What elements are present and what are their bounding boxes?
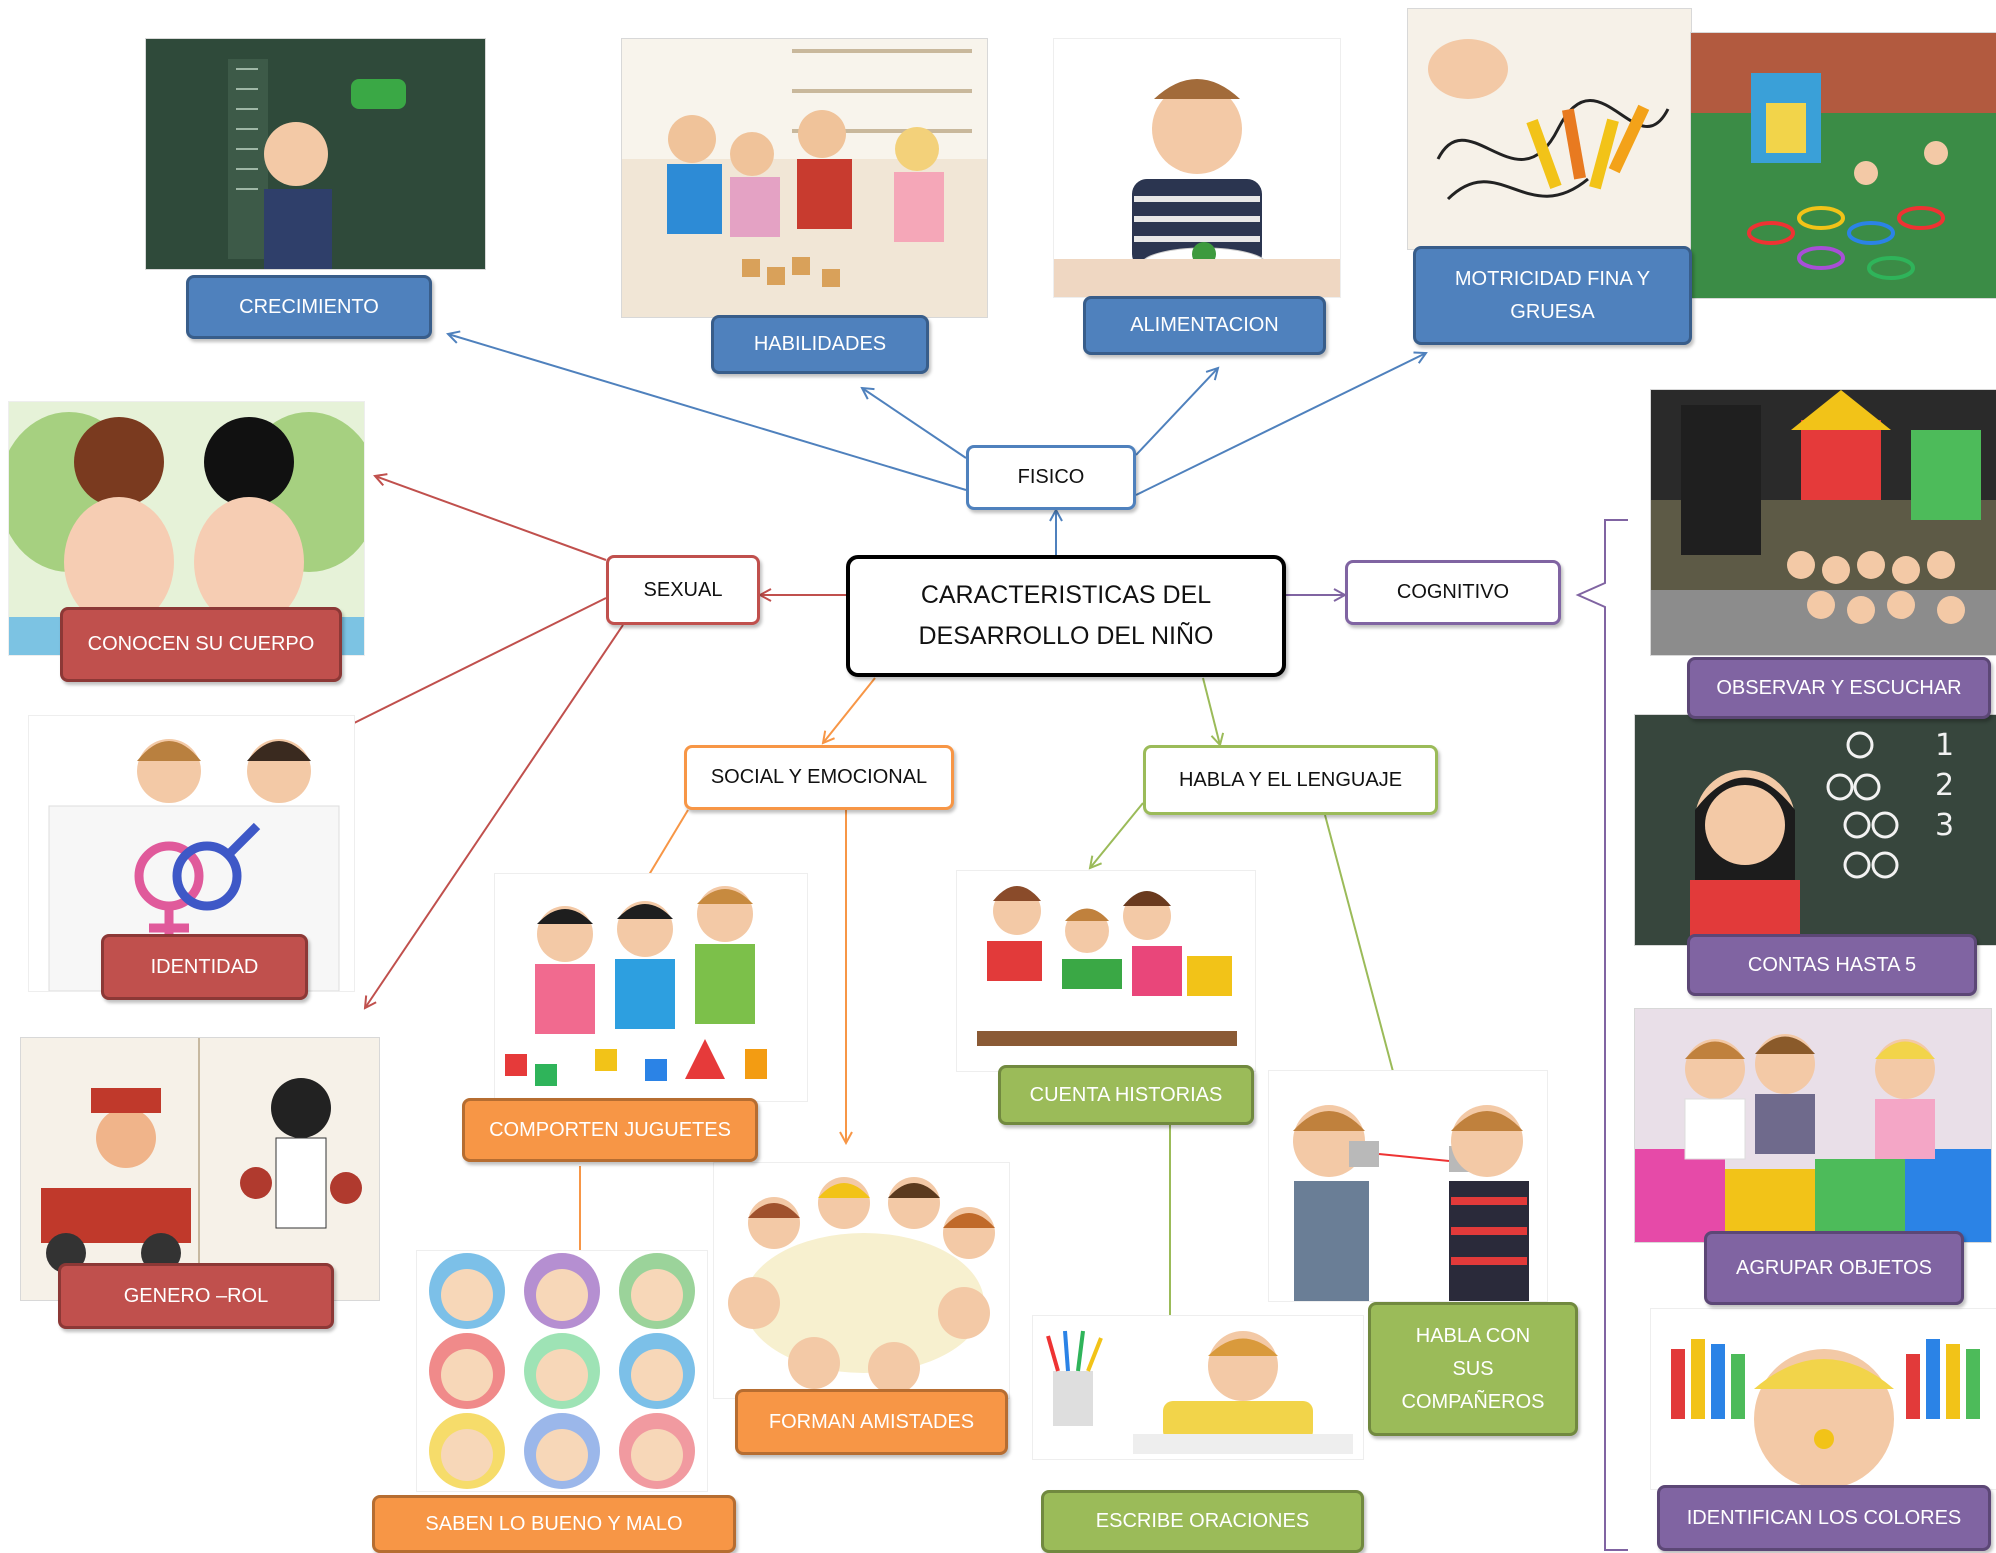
image-sharing-toys: [494, 873, 808, 1102]
label-crecimiento-text: CRECIMIENTO: [239, 295, 379, 318]
image-emotion-faces: [416, 1250, 708, 1492]
arrow-central-social: [823, 677, 876, 743]
label-habla-text: HABLA CON SUS COMPAÑEROS: [1401, 1324, 1545, 1413]
label-motricidad-text: MOTRICIDAD FINA Y GRUESA: [1454, 267, 1651, 323]
label-motricidad: MOTRICIDAD FINA Y GRUESA: [1413, 246, 1692, 345]
label-conocen-text: CONOCEN SU CUERPO: [87, 633, 315, 655]
arrow-fisico-alimentacion: [1135, 368, 1218, 456]
image-child-writing: [1032, 1315, 1364, 1460]
branch-fisico-label: FISICO: [1017, 466, 1085, 488]
image-identifying-colors: [1650, 1308, 1996, 1490]
label-identidad: IDENTIDAD: [101, 934, 308, 1000]
label-escribe-oraciones: ESCRIBE ORACIONES: [1041, 1490, 1364, 1553]
branch-cognitivo: COGNITIVO: [1345, 560, 1561, 625]
label-identifican-text: IDENTIFICAN LOS COLORES: [1686, 1506, 1962, 1529]
label-contas-hasta-5: CONTAS HASTA 5: [1687, 934, 1977, 996]
arrow-fisico-crecimiento: [448, 334, 967, 491]
branch-sexual: SEXUAL: [606, 555, 760, 625]
svg-text:1: 1: [1935, 728, 1954, 763]
label-habla-companeros: HABLA CON SUS COMPAÑEROS: [1368, 1302, 1578, 1436]
label-habilidades-text: HABILIDADES: [753, 333, 887, 355]
label-cuenta-text: CUENTA HISTORIAS: [1029, 1083, 1223, 1106]
image-classroom-listening: [1650, 389, 1996, 656]
arrow-sexual-identidad: [334, 597, 607, 733]
label-cuenta-historias: CUENTA HISTORIAS: [998, 1065, 1254, 1125]
arrow-lenguaje-cuenta: [1090, 802, 1144, 868]
branch-sexual-label: SEXUAL: [643, 578, 723, 601]
image-friends-circle: [713, 1162, 1010, 1399]
image-counting-chalkboard: 1 2 3: [1634, 714, 1996, 946]
branch-fisico: FISICO: [966, 445, 1136, 510]
svg-text:3: 3: [1935, 808, 1954, 843]
label-contas-text: CONTAS HASTA 5: [1747, 953, 1917, 976]
branch-social: SOCIAL Y EMOCIONAL: [684, 745, 954, 810]
image-child-drawing-crayons: [1407, 8, 1692, 250]
branch-cognitivo-label: COGNITIVO: [1396, 581, 1510, 603]
image-playground-hoops: [1690, 32, 1996, 299]
label-habilidades: HABILIDADES: [711, 315, 929, 374]
label-comporten-juguetes: COMPORTEN JUGUETES: [462, 1098, 758, 1162]
label-alimentacion: ALIMENTACION: [1083, 296, 1326, 355]
image-can-telephone: [1268, 1070, 1548, 1302]
image-children-reading: [956, 870, 1256, 1072]
branch-lenguaje: HABLA Y EL LENGUAJE: [1143, 745, 1438, 815]
image-grouping-objects: [1634, 1008, 1992, 1243]
label-identidad-text: IDENTIDAD: [150, 955, 259, 978]
label-escribe-text: ESCRIBE ORACIONES: [1095, 1510, 1310, 1532]
arrow-sexual-genero: [365, 624, 624, 1008]
arrow-lenguaje-habla: [1324, 814, 1400, 1098]
branch-social-label: SOCIAL Y EMOCIONAL: [710, 766, 928, 788]
label-conocen-su-cuerpo: CONOCEN SU CUERPO: [60, 607, 342, 682]
image-growing-child: [145, 38, 486, 270]
label-genero-text: GENERO –ROL: [123, 1284, 269, 1307]
label-agrupar-text: AGRUPAR OBJETOS: [1736, 1256, 1932, 1279]
image-children-playing-blocks: [621, 38, 988, 318]
label-genero-rol: GENERO –ROL: [58, 1263, 334, 1329]
label-observar-text: OBSERVAR Y ESCUCHAR: [1716, 676, 1962, 699]
image-gender-identity: [28, 715, 355, 992]
label-identifican-colores: IDENTIFICAN LOS COLORES: [1657, 1485, 1991, 1551]
svg-text:2: 2: [1935, 768, 1954, 803]
label-agrupar-objetos: AGRUPAR OBJETOS: [1704, 1231, 1964, 1305]
label-crecimiento: CRECIMIENTO: [186, 275, 432, 339]
label-alimentacion-text: ALIMENTACION: [1130, 314, 1279, 336]
label-forman-amistades: FORMAN AMISTADES: [735, 1389, 1008, 1455]
arrow-sexual-conocen: [375, 476, 607, 561]
central-topic: CARACTERISTICAS DEL DESARROLLO DEL NIÑO: [846, 555, 1286, 677]
arrow-fisico-habilidades: [862, 388, 967, 459]
image-boy-eating: [1053, 38, 1341, 298]
label-comporten-text: COMPORTEN JUGUETES: [489, 1118, 731, 1141]
central-topic-text: CARACTERISTICAS DEL DESARROLLO DEL NIÑO: [918, 581, 1214, 650]
label-saben-text: SABEN LO BUENO Y MALO: [425, 1512, 683, 1535]
arrow-central-lenguaje: [1202, 677, 1220, 745]
arrow-fisico-motricidad: [1135, 353, 1426, 496]
label-forman-text: FORMAN AMISTADES: [768, 1410, 975, 1433]
image-gender-roles: [20, 1037, 380, 1301]
cognitivo-bracket: [1575, 519, 1628, 1551]
branch-lenguaje-label: HABLA Y EL LENGUAJE: [1178, 768, 1403, 791]
label-saben-bueno-malo: SABEN LO BUENO Y MALO: [372, 1495, 736, 1553]
label-observar-escuchar: OBSERVAR Y ESCUCHAR: [1687, 657, 1991, 719]
